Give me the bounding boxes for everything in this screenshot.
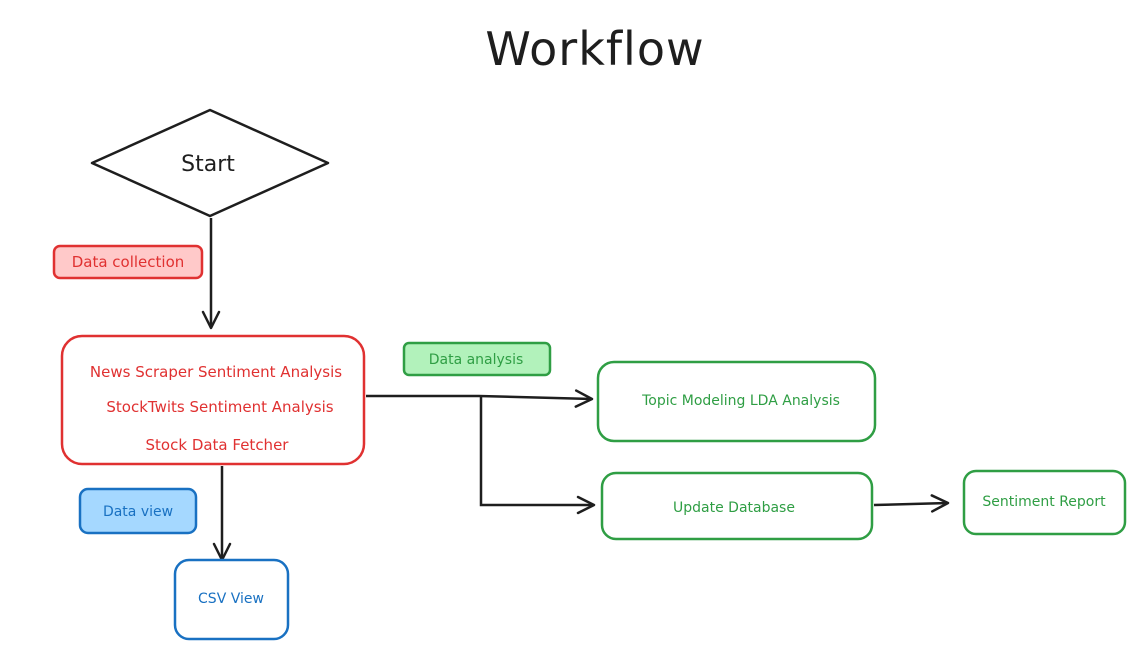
arrow-branch-to-update-database — [479, 396, 596, 515]
start-node[interactable]: Start — [90, 108, 330, 218]
sentiment-report-label: Sentiment Report — [982, 494, 1106, 510]
collection-line-stocktwits: StockTwits Sentiment Analysis — [106, 398, 333, 416]
start-label: Start — [181, 152, 235, 177]
arrow-update-to-sentiment-report — [873, 494, 950, 513]
csv-view-node[interactable]: CSV View — [173, 558, 290, 641]
update-database-node[interactable]: Update Database — [600, 471, 874, 541]
topic-modeling-label: Topic Modeling LDA Analysis — [641, 393, 840, 409]
data-collection-label: Data collection — [72, 253, 185, 271]
data-view-tag-shape — [78, 487, 198, 535]
collection-box-shape — [60, 334, 366, 466]
arrow-collection-to-topic-modeling — [366, 389, 594, 408]
sentiment-report-node[interactable]: Sentiment Report — [962, 469, 1127, 536]
data-collection-tag: Data collection — [52, 244, 204, 280]
update-database-shape — [600, 471, 874, 541]
sentiment-report-shape — [962, 469, 1127, 536]
data-view-tag: Data view — [78, 487, 198, 535]
update-database-label: Update Database — [673, 500, 795, 516]
collection-line-news-scraper: News Scraper Sentiment Analysis — [90, 363, 342, 381]
data-analysis-tag: Data analysis — [402, 341, 552, 377]
collection-box[interactable]: News Scraper Sentiment Analysis StockTwi… — [60, 334, 366, 466]
csv-view-shape — [173, 558, 290, 641]
data-analysis-tag-shape — [402, 341, 552, 377]
topic-modeling-node[interactable]: Topic Modeling LDA Analysis — [596, 360, 877, 443]
csv-view-label: CSV View — [198, 591, 264, 607]
data-collection-tag-shape — [52, 244, 204, 280]
data-view-label: Data view — [103, 504, 173, 520]
topic-modeling-shape — [596, 360, 877, 443]
start-diamond-shape — [90, 108, 330, 218]
collection-line-stock-fetcher: Stock Data Fetcher — [146, 436, 290, 454]
diagram-title: Workflow — [485, 22, 704, 76]
data-analysis-label: Data analysis — [429, 352, 524, 368]
